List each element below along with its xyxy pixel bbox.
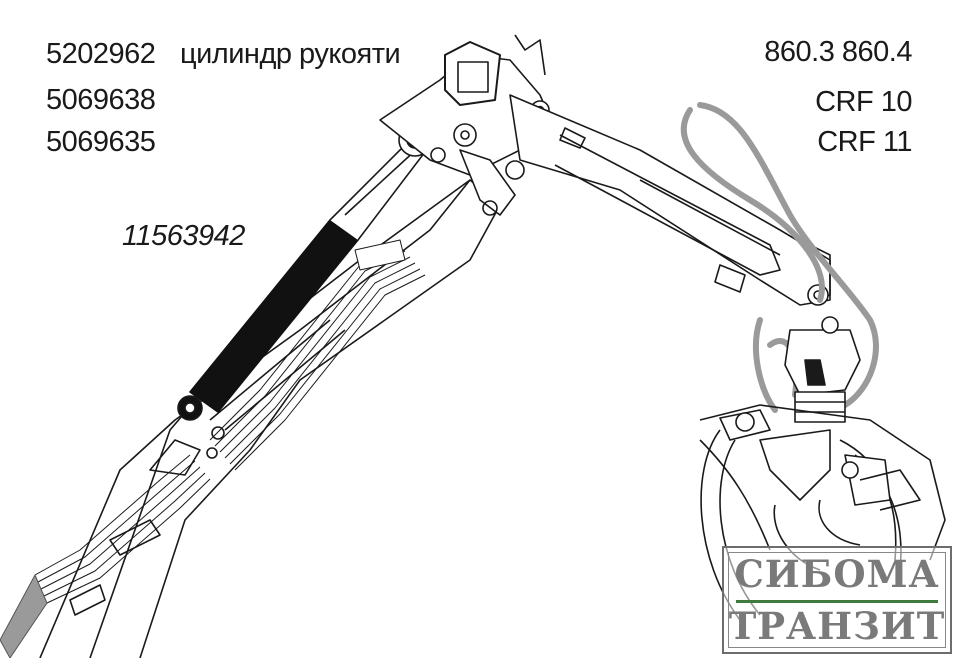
rotator bbox=[784, 316, 861, 423]
part-number-3: 5069635 bbox=[46, 126, 156, 158]
part-number-1: 5202962 bbox=[46, 38, 156, 70]
company-logo: СИБОМА ТРАНЗИТ bbox=[722, 546, 952, 654]
logo-frame bbox=[728, 552, 946, 648]
grapple bbox=[699, 404, 946, 621]
cylinder-reference: 11563942 bbox=[122, 220, 245, 252]
logo-line-2: ТРАНЗИТ bbox=[728, 604, 946, 648]
part-name: цилиндр рукояти bbox=[180, 38, 401, 70]
logo-stripe bbox=[736, 600, 938, 603]
hose-bundle-lower bbox=[0, 454, 211, 658]
hydraulic-cylinder bbox=[177, 123, 432, 421]
hose-bundle-upper bbox=[209, 239, 426, 471]
main-boom bbox=[39, 179, 501, 658]
part-number-2: 5069638 bbox=[46, 84, 156, 116]
logo-line-1: СИБОМА bbox=[734, 552, 940, 596]
model-line-2: CRF 10 bbox=[815, 86, 912, 118]
model-line-3: CRF 11 bbox=[817, 126, 912, 158]
model-line-1: 860.3 860.4 bbox=[764, 36, 912, 68]
boom-knuckle bbox=[379, 34, 556, 216]
